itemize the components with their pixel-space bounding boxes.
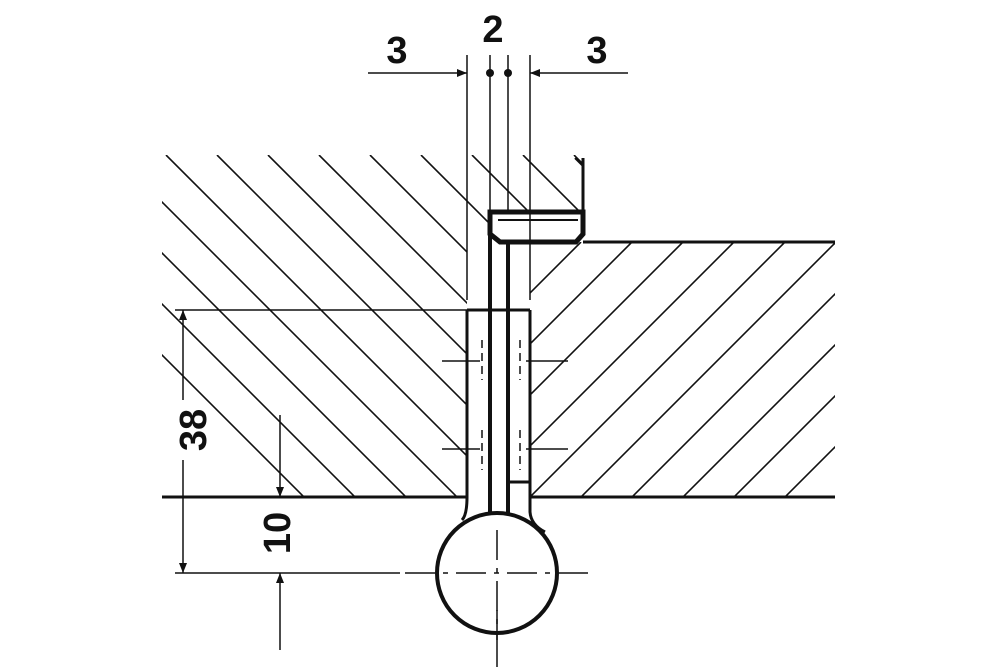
door-hatching <box>530 242 1000 542</box>
hatch-line <box>732 394 835 497</box>
hatch-line <box>630 292 835 497</box>
hatch-line <box>530 242 735 448</box>
hatch-line <box>162 155 363 497</box>
hatch-line <box>681 343 835 497</box>
hatch-line <box>676 155 1000 555</box>
hatch-line <box>783 445 835 497</box>
dim-gap-right: 3 <box>586 30 607 72</box>
dim-pin-width: 2 <box>482 9 503 51</box>
hatch-line <box>530 242 684 397</box>
hatch-line <box>727 155 1000 555</box>
hinge-body <box>435 209 586 635</box>
hatch-line <box>530 242 582 295</box>
hatch-line <box>162 155 414 497</box>
hatch-line <box>778 155 1000 555</box>
pin-dots <box>486 69 512 77</box>
hatch-line <box>530 242 786 497</box>
hatch-line <box>842 242 1000 542</box>
hatch-line <box>625 155 1000 555</box>
hatch-line <box>530 242 633 346</box>
section-outlines <box>162 157 835 499</box>
hatch-line <box>579 242 835 497</box>
center-lines <box>175 530 590 667</box>
dimension-lines <box>175 55 628 650</box>
dim-height-total: 38 <box>173 409 215 451</box>
dim-gap-left: 3 <box>386 30 407 72</box>
hatch-line <box>893 242 1000 542</box>
hatch-line <box>829 155 1000 555</box>
dim-height-knuckle: 10 <box>257 512 299 554</box>
hatch-line <box>162 155 516 497</box>
hatch-line <box>162 155 465 497</box>
